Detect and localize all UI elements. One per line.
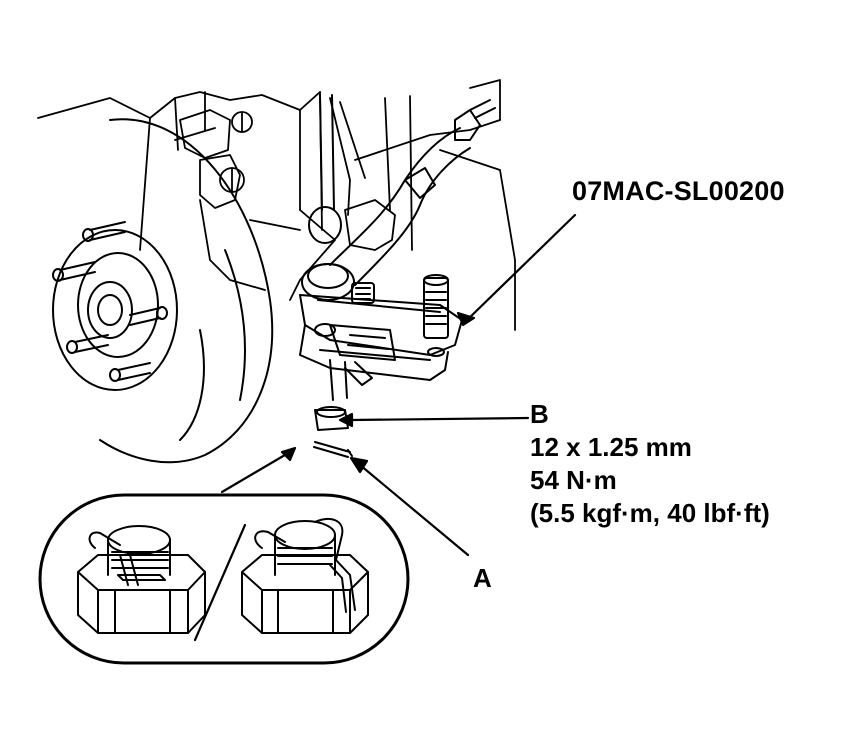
callout-a-label: A xyxy=(473,563,492,593)
inset-castle-nut-before xyxy=(77,525,206,634)
nut-size-spec: 12 x 1.25 mm xyxy=(530,432,692,462)
tool-part-number-label: 07MAC-SL00200 xyxy=(572,176,785,206)
tie-rod xyxy=(308,94,342,244)
lower-arm xyxy=(329,99,496,286)
brake-disc xyxy=(99,118,274,464)
wheel-stud xyxy=(52,261,96,282)
wheel-stud xyxy=(129,306,168,326)
ball-joint-remover xyxy=(299,263,463,401)
tool-arrowhead xyxy=(456,311,476,327)
nut-leader-line xyxy=(350,416,530,422)
cotter-pin-a xyxy=(313,441,353,458)
detail-arrowhead xyxy=(280,446,297,462)
tool-leader-line xyxy=(463,213,577,324)
wheel-hub xyxy=(52,221,178,391)
nut-arrowhead xyxy=(338,412,354,428)
wheel-stud xyxy=(82,221,126,242)
leader-lines xyxy=(220,213,577,557)
torque-spec: 54 N·m xyxy=(530,465,617,495)
inset-divider xyxy=(193,523,247,642)
torque-spec-alt-units: (5.5 kgf·m, 40 lbf·ft) xyxy=(530,498,770,528)
castle-nut-b xyxy=(314,406,349,431)
pin-leader-line xyxy=(358,463,470,557)
detail-leader-line xyxy=(220,450,292,494)
pin-arrowhead xyxy=(349,456,369,474)
detail-inset xyxy=(38,493,410,665)
callout-b-label: B xyxy=(530,399,549,429)
wheel-stud xyxy=(109,362,151,382)
wheel-stud xyxy=(66,334,109,354)
inset-castle-nut-after xyxy=(241,517,369,634)
